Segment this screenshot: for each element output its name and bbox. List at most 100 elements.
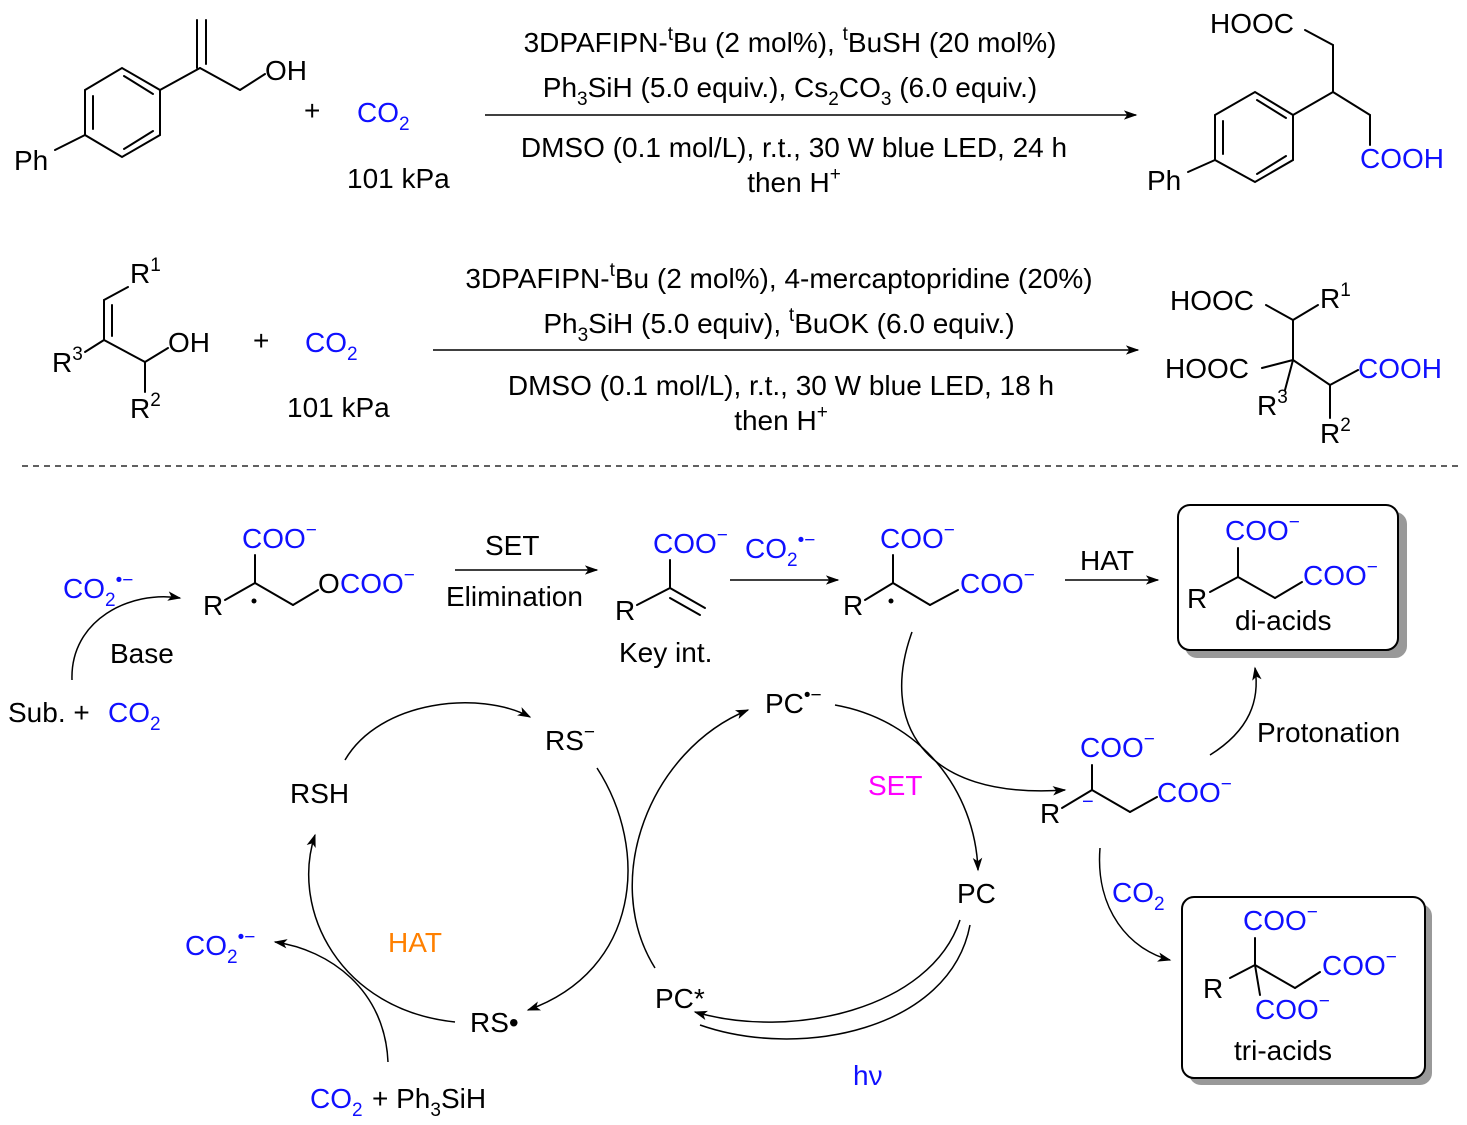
coo-label: COO−	[1080, 729, 1155, 763]
co2-label: CO2	[108, 697, 161, 735]
product-2-structure: HOOC R1 HOOC COOH R3 R2	[1165, 280, 1442, 449]
intermediate-3: R COO− COO−	[843, 520, 1035, 621]
coo-label: COO−	[1157, 774, 1232, 808]
r-label: R	[1187, 583, 1207, 614]
co2-radical-anion: CO2•−	[63, 570, 133, 611]
rs-anion-label: RS−	[545, 722, 595, 756]
curved-arrow	[693, 919, 961, 1023]
r1-label: R1	[1320, 280, 1351, 314]
co2-radical-anion: CO2•−	[185, 927, 255, 968]
curved-arrow	[631, 709, 750, 969]
elimination-label: Elimination	[446, 581, 583, 612]
co2-radical-anion: CO2•−	[745, 530, 815, 571]
ph-label: Ph	[14, 145, 48, 176]
hat-label: HAT	[388, 927, 442, 958]
co2-label: CO2	[305, 327, 358, 365]
coo-label: COO−	[242, 520, 317, 554]
condition-line: DMSO (0.1 mol/L), r.t., 30 W blue LED, 1…	[508, 370, 1054, 401]
r-label: R	[615, 595, 635, 626]
curved-arrow	[1098, 847, 1172, 962]
ph3sih-label: + Ph3SiH	[372, 1083, 486, 1121]
hooc-label: HOOC	[1165, 353, 1249, 384]
coo-label: COO−	[1243, 902, 1318, 936]
r2-label: R2	[1320, 415, 1351, 449]
pc-radical-anion-label: PC•−	[765, 685, 822, 719]
r-label: R	[843, 590, 863, 621]
coo-label: COO−	[960, 565, 1035, 599]
intermediate-1: R COO− O COO−	[203, 520, 415, 621]
cooh-label: COOH	[1360, 143, 1444, 174]
mechanism: CO2•− Sub. + CO2 Base R COO− O COO− SET …	[8, 504, 1432, 1121]
pc-excited-label: PC*	[655, 983, 705, 1014]
coo-label: COO−	[1303, 557, 1378, 591]
coo-label: COO−	[1225, 512, 1300, 546]
coo-label: COO−	[653, 525, 728, 559]
substrate-label: Sub. +	[8, 697, 90, 728]
coo-label: COO−	[340, 565, 415, 599]
curved-arrow	[344, 702, 532, 761]
di-acids-label: di-acids	[1235, 605, 1331, 636]
curved-arrow	[526, 767, 629, 1011]
curved-arrow	[71, 591, 182, 681]
pc-label: PC	[957, 878, 996, 909]
plus-sign: +	[304, 95, 320, 126]
condition-line: Ph3SiH (5.0 equiv.), Cs2CO3 (6.0 equiv.)	[543, 72, 1037, 110]
hat-cycle: RSH RS− RS• HAT CO2•− CO2 + Ph3SiH	[185, 702, 629, 1121]
condition-line: then H+	[747, 164, 841, 198]
reactant-1-structure: Ph OH	[14, 19, 307, 176]
oh-label: OH	[265, 55, 307, 86]
condition-line: Ph3SiH (5.0 equiv), tBuOK (6.0 equiv.)	[543, 305, 1014, 346]
co2-label: CO2	[1112, 877, 1165, 915]
r2-label: R2	[130, 390, 161, 424]
hooc-label: HOOC	[1210, 8, 1294, 39]
r3-label: R3	[52, 344, 83, 378]
coo-label: COO−	[1255, 991, 1330, 1025]
curved-arrow	[306, 833, 456, 1023]
set-label: SET	[485, 530, 539, 561]
product-1-structure: HOOC COOH Ph	[1147, 8, 1444, 196]
dianion-intermediate: R COO− COO− −	[1040, 729, 1232, 829]
reaction-1: Ph OH + CO2 101 kPa 3DPAFIPN-tBu (2 mol%…	[14, 8, 1444, 198]
pressure-label: 101 kPa	[287, 392, 390, 423]
hooc-label: HOOC	[1170, 285, 1254, 316]
oh-label: OH	[168, 327, 210, 358]
curved-arrow	[900, 631, 1067, 796]
pressure-label: 101 kPa	[347, 163, 450, 194]
di-acids-box: R COO− COO− di-acids	[1177, 504, 1407, 658]
rs-radical-label: RS•	[470, 1007, 519, 1038]
key-intermediate: R COO− Key int.	[615, 525, 728, 668]
coo-label: COO−	[1322, 947, 1397, 981]
co2-label: CO2	[310, 1083, 363, 1121]
curved-arrow	[273, 939, 389, 1063]
reactant-2-structure: R1 R3 OH R2	[52, 255, 210, 424]
curved-arrow	[834, 704, 983, 872]
tri-acids-box: R COO− COO− COO− tri-acids	[1181, 896, 1432, 1085]
r1-label: R1	[130, 255, 161, 289]
condition-line: 3DPAFIPN-tBu (2 mol%), 4-mercaptopridine…	[465, 260, 1092, 294]
plus-sign: +	[253, 325, 269, 356]
key-int-label: Key int.	[619, 637, 712, 668]
curved-arrow	[699, 924, 971, 1040]
curved-arrow	[1209, 666, 1262, 756]
r-label: R	[203, 590, 223, 621]
ph-label: Ph	[1147, 165, 1181, 196]
o-label: O	[318, 568, 340, 599]
carbanion-charge: −	[1082, 791, 1094, 813]
co2-label: CO2	[357, 97, 410, 135]
base-label: Base	[110, 638, 174, 669]
cooh-label: COOH	[1358, 353, 1442, 384]
tri-acids-label: tri-acids	[1234, 1035, 1332, 1066]
set-label: SET	[868, 770, 922, 801]
hv-label: hν	[853, 1060, 883, 1091]
rsh-label: RSH	[290, 778, 349, 809]
protonation-label: Protonation	[1257, 717, 1400, 748]
r-label: R	[1203, 973, 1223, 1004]
condition-line: then H+	[734, 402, 828, 436]
r3-label: R3	[1257, 387, 1288, 421]
photocatalyst-cycle: PC•− SET PC PC* hν	[631, 685, 996, 1091]
reaction-2: R1 R3 OH R2 + CO2 101 kPa 3DPAFIPN-tBu (…	[52, 255, 1442, 449]
condition-line: DMSO (0.1 mol/L), r.t., 30 W blue LED, 2…	[521, 132, 1067, 163]
r-label: R	[1040, 798, 1060, 829]
condition-line: 3DPAFIPN-tBu (2 mol%), tBuSH (20 mol%)	[524, 24, 1057, 58]
